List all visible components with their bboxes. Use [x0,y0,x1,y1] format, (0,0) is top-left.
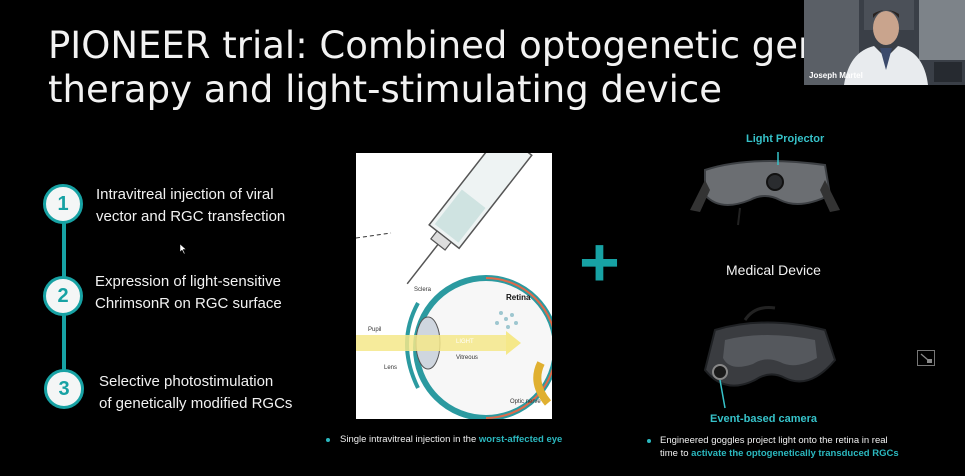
step-2-line-1: Expression of light-sensitive [95,273,281,290]
right-caption-line-2-text: time to [660,448,692,459]
left-caption-highlight: worst-affected eye [478,434,563,445]
medical-device-label: Medical Device [726,262,821,278]
light-projector-label: Light Projector [746,133,825,145]
eye-diagram-illustration [356,153,552,419]
picture-in-picture-icon[interactable] [917,350,935,366]
step-3-text: Selective photostimulation of geneticall… [99,371,292,415]
presenter-name: Joseph Martel [809,71,863,80]
event-camera-label: Event-based camera [710,413,817,425]
presenter-video-frame [804,0,965,85]
label-lens: Lens [384,365,398,371]
light-projector-goggles-image [690,152,840,226]
slide-title-line-2: therapy and light-stimulating device [48,68,723,111]
event-camera-goggles-image [703,306,837,409]
left-caption-bullet [326,438,330,442]
step-1-line-1: Intravitreal injection of viral [96,186,274,203]
left-caption: Single intravitreal injection in the wor… [340,433,562,446]
label-retina: Retina [506,293,531,302]
mouse-cursor-icon [180,244,187,254]
step-1-line-2: vector and RGC transfection [96,208,286,225]
right-caption-line-2: time to activate the optogenetically tra… [660,447,899,460]
step-3-badge: 3 [44,369,84,409]
slide-title-line-1: PIONEER trial: Combined optogenetic gene [48,24,845,67]
expand-arrow-icon [920,353,932,363]
eye-injection-diagram: Sclera Retina Pupil LIGHT Vitreous Lens … [356,153,552,419]
right-caption-line-1: Engineered goggles project light onto th… [660,435,888,446]
label-light: LIGHT [456,339,474,345]
step-2-line-2: ChrimsonR on RGC surface [95,295,282,312]
step-2-badge: 2 [43,276,83,316]
step-1-badge: 1 [43,184,83,224]
right-caption: Engineered goggles project light onto th… [660,434,899,460]
step-2-text: Expression of light-sensitive ChrimsonR … [95,271,282,315]
label-optic-nerve: Optic nerve [510,399,541,405]
label-pupil: Pupil [368,327,382,333]
step-1-text: Intravitreal injection of viral vector a… [96,184,285,228]
step-3-line-1: Selective photostimulation [99,373,274,390]
label-sclera: Sclera [414,287,432,293]
right-caption-bullet [647,439,651,443]
presenter-webcam[interactable]: Joseph Martel [804,0,965,85]
right-caption-highlight: activate the optogenetically transduced … [691,448,899,459]
step-3-line-2: of genetically modified RGCs [99,395,293,412]
label-vitreous: Vitreous [456,355,478,361]
slide-title: PIONEER trial: Combined optogenetic gene… [48,24,845,112]
plus-icon: + [579,223,620,301]
left-caption-text: Single intravitreal injection in the [340,434,479,445]
